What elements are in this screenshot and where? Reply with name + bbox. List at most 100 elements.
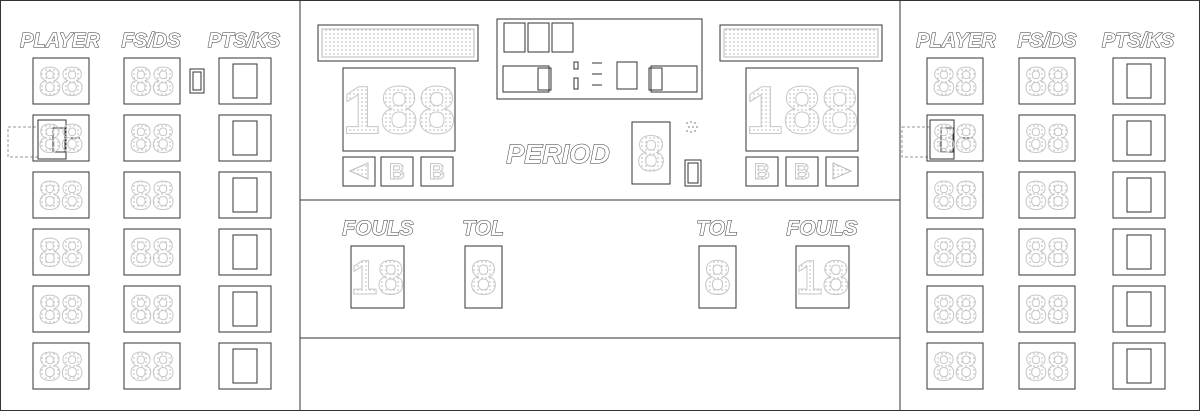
right-fs-ds-3: 88 — [1018, 171, 1076, 219]
left-fs-ds-2: 88 — [123, 114, 181, 162]
home-bonus-2: B — [420, 156, 454, 187]
home-score-display-digits: 188 — [342, 72, 455, 148]
right-player-number-2-digits: 88 — [933, 117, 978, 161]
left-pts-ks-2 — [218, 114, 272, 162]
left-fs-ds-4-digits: 88 — [130, 231, 175, 275]
left-player-number-3: 88 — [32, 171, 90, 219]
right-pts-ks-1 — [1112, 57, 1166, 105]
home-fouls-display-digits: 18 — [351, 252, 404, 305]
right-fs-ds-2: 88 — [1018, 114, 1076, 162]
left-player-number-5: 88 — [32, 285, 90, 333]
right-fs-ds-3-digits: 88 — [1025, 174, 1070, 218]
left-player-number-4-digits: 88 — [39, 231, 84, 275]
right-fs-ds-4: 88 — [1018, 228, 1076, 276]
period-label: PERIOD — [506, 139, 610, 169]
left-fs-ds-6-digits: 88 — [130, 345, 175, 389]
period-display-digits: 8 — [637, 126, 665, 182]
left-player-header: PLAYER — [20, 30, 100, 52]
left-fs-ds-1-digits: 88 — [130, 60, 175, 104]
home-tol-label: TOL — [462, 217, 504, 240]
left-player-number-2: 88 — [32, 114, 90, 162]
left-indicator-inner — [192, 71, 202, 91]
left-fs-ds-3: 88 — [123, 171, 181, 219]
right-player-number-1-digits: 88 — [933, 60, 978, 104]
right-possession-indicator — [901, 119, 973, 160]
home-tol-display: 8 — [464, 245, 503, 309]
home-score-display: 188 — [342, 67, 456, 152]
left-fs-ds-5-digits: 88 — [130, 288, 175, 332]
guest-bonus-2-digits: B — [794, 159, 810, 184]
right-pts-ks-2 — [1112, 114, 1166, 162]
home-bonus-1-digits: B — [389, 159, 405, 184]
horn-indicator — [686, 121, 698, 133]
left-pts-ks-1 — [218, 57, 272, 105]
right-fs-ds-2-digits: 88 — [1025, 117, 1070, 161]
home-tol-display-digits: 8 — [470, 252, 497, 305]
left-pts-ks-5 — [218, 285, 272, 333]
left-fs-ds-6: 88 — [123, 342, 181, 390]
right-fs-ds-header: FS/DS — [1018, 30, 1078, 52]
left-player-number-1-digits: 88 — [39, 60, 84, 104]
guest-name-strip — [719, 24, 883, 62]
right-player-header: PLAYER — [916, 30, 996, 52]
left-player-number-6: 88 — [32, 342, 90, 390]
right-fs-ds-6-digits: 88 — [1025, 345, 1070, 389]
period-display: 8 — [631, 121, 671, 185]
period-indicator-box — [684, 159, 702, 187]
home-bonus-1: B — [380, 156, 414, 187]
right-pts-ks-header: PTS/KS — [1102, 30, 1175, 52]
guest-tol-label: TOL — [696, 217, 738, 240]
left-indicator-box — [189, 68, 205, 94]
right-player-number-3-digits: 88 — [933, 174, 978, 218]
right-player-number-6: 88 — [926, 342, 984, 390]
home-bonus-2-digits: B — [429, 159, 445, 184]
right-player-number-2: 88 — [926, 114, 984, 162]
right-player-number-5-digits: 88 — [933, 288, 978, 332]
right-player-number-4-digits: 88 — [933, 231, 978, 275]
left-fs-ds-4: 88 — [123, 228, 181, 276]
left-pts-ks-4 — [218, 228, 272, 276]
guest-bonus-1: B — [745, 156, 779, 187]
right-fs-ds-1: 88 — [1018, 57, 1076, 105]
left-player-number-5-digits: 88 — [39, 288, 84, 332]
left-player-number-2-digits: 88 — [39, 117, 84, 161]
left-player-number-3-digits: 88 — [39, 174, 84, 218]
guest-fouls-label: FOULS — [786, 217, 857, 240]
right-pts-ks-6 — [1112, 342, 1166, 390]
guest-fouls-display: 18 — [795, 245, 850, 309]
guest-score-display-digits: 188 — [745, 72, 858, 148]
left-fs-ds-2-digits: 88 — [130, 117, 175, 161]
left-player-number-6-digits: 88 — [39, 345, 84, 389]
guest-fouls-display-digits: 18 — [796, 252, 849, 305]
left-fs-ds-1: 88 — [123, 57, 181, 105]
right-player-number-6-digits: 88 — [933, 345, 978, 389]
left-player-number-1: 88 — [32, 57, 90, 105]
left-player-number-4: 88 — [32, 228, 90, 276]
guest-tol-display: 8 — [698, 245, 737, 309]
left-fs-ds-5: 88 — [123, 285, 181, 333]
right-fs-ds-5-digits: 88 — [1025, 288, 1070, 332]
guest-tol-display-digits: 8 — [704, 252, 731, 305]
right-player-number-3: 88 — [926, 171, 984, 219]
right-pts-ks-5 — [1112, 285, 1166, 333]
right-player-number-5: 88 — [926, 285, 984, 333]
guest-score-display: 188 — [745, 67, 859, 152]
home-fouls-display: 18 — [350, 245, 405, 309]
right-arrow-box — [825, 156, 859, 187]
home-name-strip — [317, 24, 479, 62]
right-fs-ds-5: 88 — [1018, 285, 1076, 333]
right-fs-ds-6: 88 — [1018, 342, 1076, 390]
left-pts-ks-header: PTS/KS — [208, 30, 281, 52]
right-fs-ds-4-digits: 88 — [1025, 231, 1070, 275]
left-fs-ds-3-digits: 88 — [130, 174, 175, 218]
right-fs-ds-1-digits: 88 — [1025, 60, 1070, 104]
left-fs-ds-header: FS/DS — [122, 30, 182, 52]
left-pts-ks-3 — [218, 171, 272, 219]
left-possession-indicator — [7, 119, 80, 160]
right-pts-ks-4 — [1112, 228, 1166, 276]
home-fouls-label: FOULS — [342, 217, 413, 240]
left-arrow-box — [342, 156, 376, 187]
left-pts-ks-6 — [218, 342, 272, 390]
